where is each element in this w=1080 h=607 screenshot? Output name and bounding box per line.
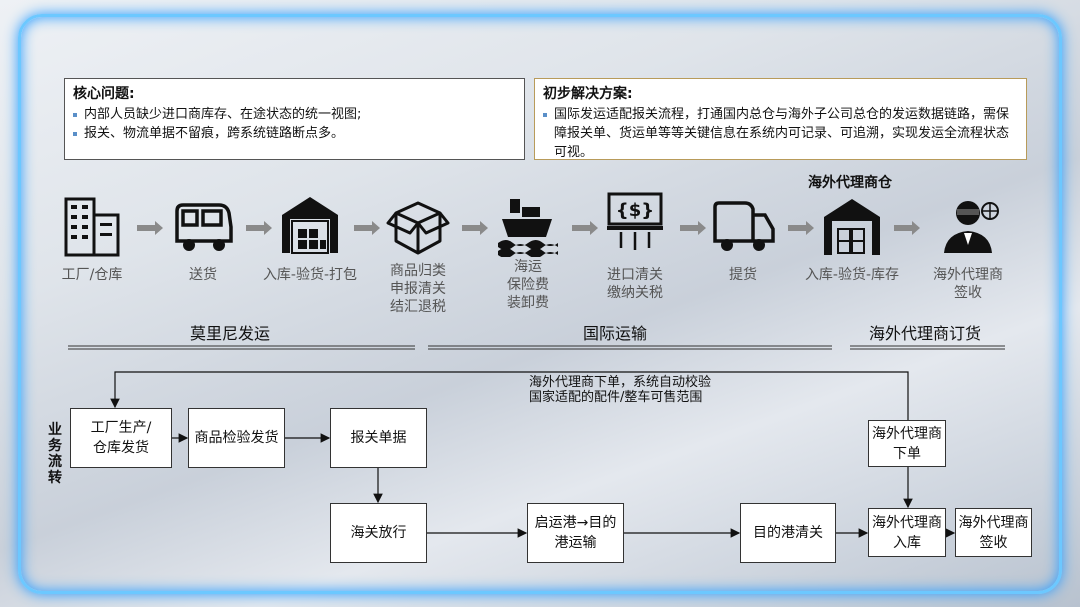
phase-label: 国际运输 <box>582 324 647 343</box>
flow-side-label: 业务流转 <box>48 422 62 486</box>
box-icon <box>386 201 450 255</box>
step-arrow <box>788 221 814 235</box>
node-clear: 目的港清关 <box>740 503 836 563</box>
warehouse-icon <box>282 197 338 254</box>
node-inspect: 商品检验发货 <box>188 408 285 468</box>
problem-box: 核心问题: 内部人员缺少进口商库存、在途状态的统一视图; 报关、物流单据不留痕，… <box>64 78 525 160</box>
node-stock: 海外代理商 入库 <box>868 508 946 557</box>
step-label: 入库-验货-打包 <box>262 267 358 283</box>
step-arrow <box>137 221 163 235</box>
step-label: 送货 <box>189 267 217 283</box>
step-label: 商品归类 申报清关 结汇退税 <box>390 263 446 315</box>
node-docs: 报关单据 <box>330 408 427 468</box>
step-arrow <box>894 221 920 235</box>
step-arrow <box>246 221 272 235</box>
solution-item: 国际发运适配报关流程，打通国内总仓与海外子公司总仓的发运数据链路，需保障报关单、… <box>543 105 1018 162</box>
truck-icon <box>713 201 775 251</box>
truck-icon <box>175 203 233 251</box>
step-arrow <box>572 221 598 235</box>
step-arrows <box>137 221 920 235</box>
customs-money-icon: {$} <box>607 192 663 250</box>
solution-title: 初步解决方案: <box>543 86 633 102</box>
phase-label: 莫里尼发运 <box>189 324 270 343</box>
step-label: 进口清关 缴纳关税 <box>607 267 663 301</box>
phase-label: 海外代理商订货 <box>868 324 981 343</box>
step-label: 入库-验货-库存 <box>804 267 900 283</box>
phase-lines <box>68 345 1005 350</box>
problem-title: 核心问题: <box>73 86 135 102</box>
node-transport: 启运港→目的 港运输 <box>527 503 624 563</box>
node-order: 海外代理商 下单 <box>868 420 946 467</box>
problem-item: 内部人员缺少进口商库存、在途状态的统一视图; <box>73 105 516 124</box>
step-arrow <box>354 221 380 235</box>
node-sign: 海外代理商 签收 <box>955 508 1032 557</box>
overseas-warehouse-label: 海外代理商仓 <box>808 175 892 191</box>
step-arrow <box>462 221 488 235</box>
step-label: 海外代理商 签收 <box>933 267 1003 301</box>
flow-note: 海外代理商下单，系统自动校验 国家适配的配件/整车可售范围 <box>529 375 712 405</box>
step-label: 海运 保险费 装卸费 <box>507 259 549 311</box>
solution-box: 初步解决方案: 国际发运适配报关流程，打通国内总仓与海外子公司总仓的发运数据链路… <box>534 78 1027 160</box>
step-arrow <box>680 221 706 235</box>
factory-icon <box>64 197 120 257</box>
node-factory: 工厂生产/ 仓库发货 <box>70 408 172 468</box>
node-release: 海关放行 <box>330 503 427 563</box>
warehouse-icon <box>824 199 880 255</box>
problem-item: 报关、物流单据不留痕，跨系统链路断点多。 <box>73 124 516 143</box>
ship-icon <box>498 199 558 257</box>
agent-icon <box>944 201 999 253</box>
step-label: 工厂/仓库 <box>61 267 123 283</box>
step-label: 提货 <box>729 267 757 283</box>
svg-text:{$}: {$} <box>616 200 654 221</box>
